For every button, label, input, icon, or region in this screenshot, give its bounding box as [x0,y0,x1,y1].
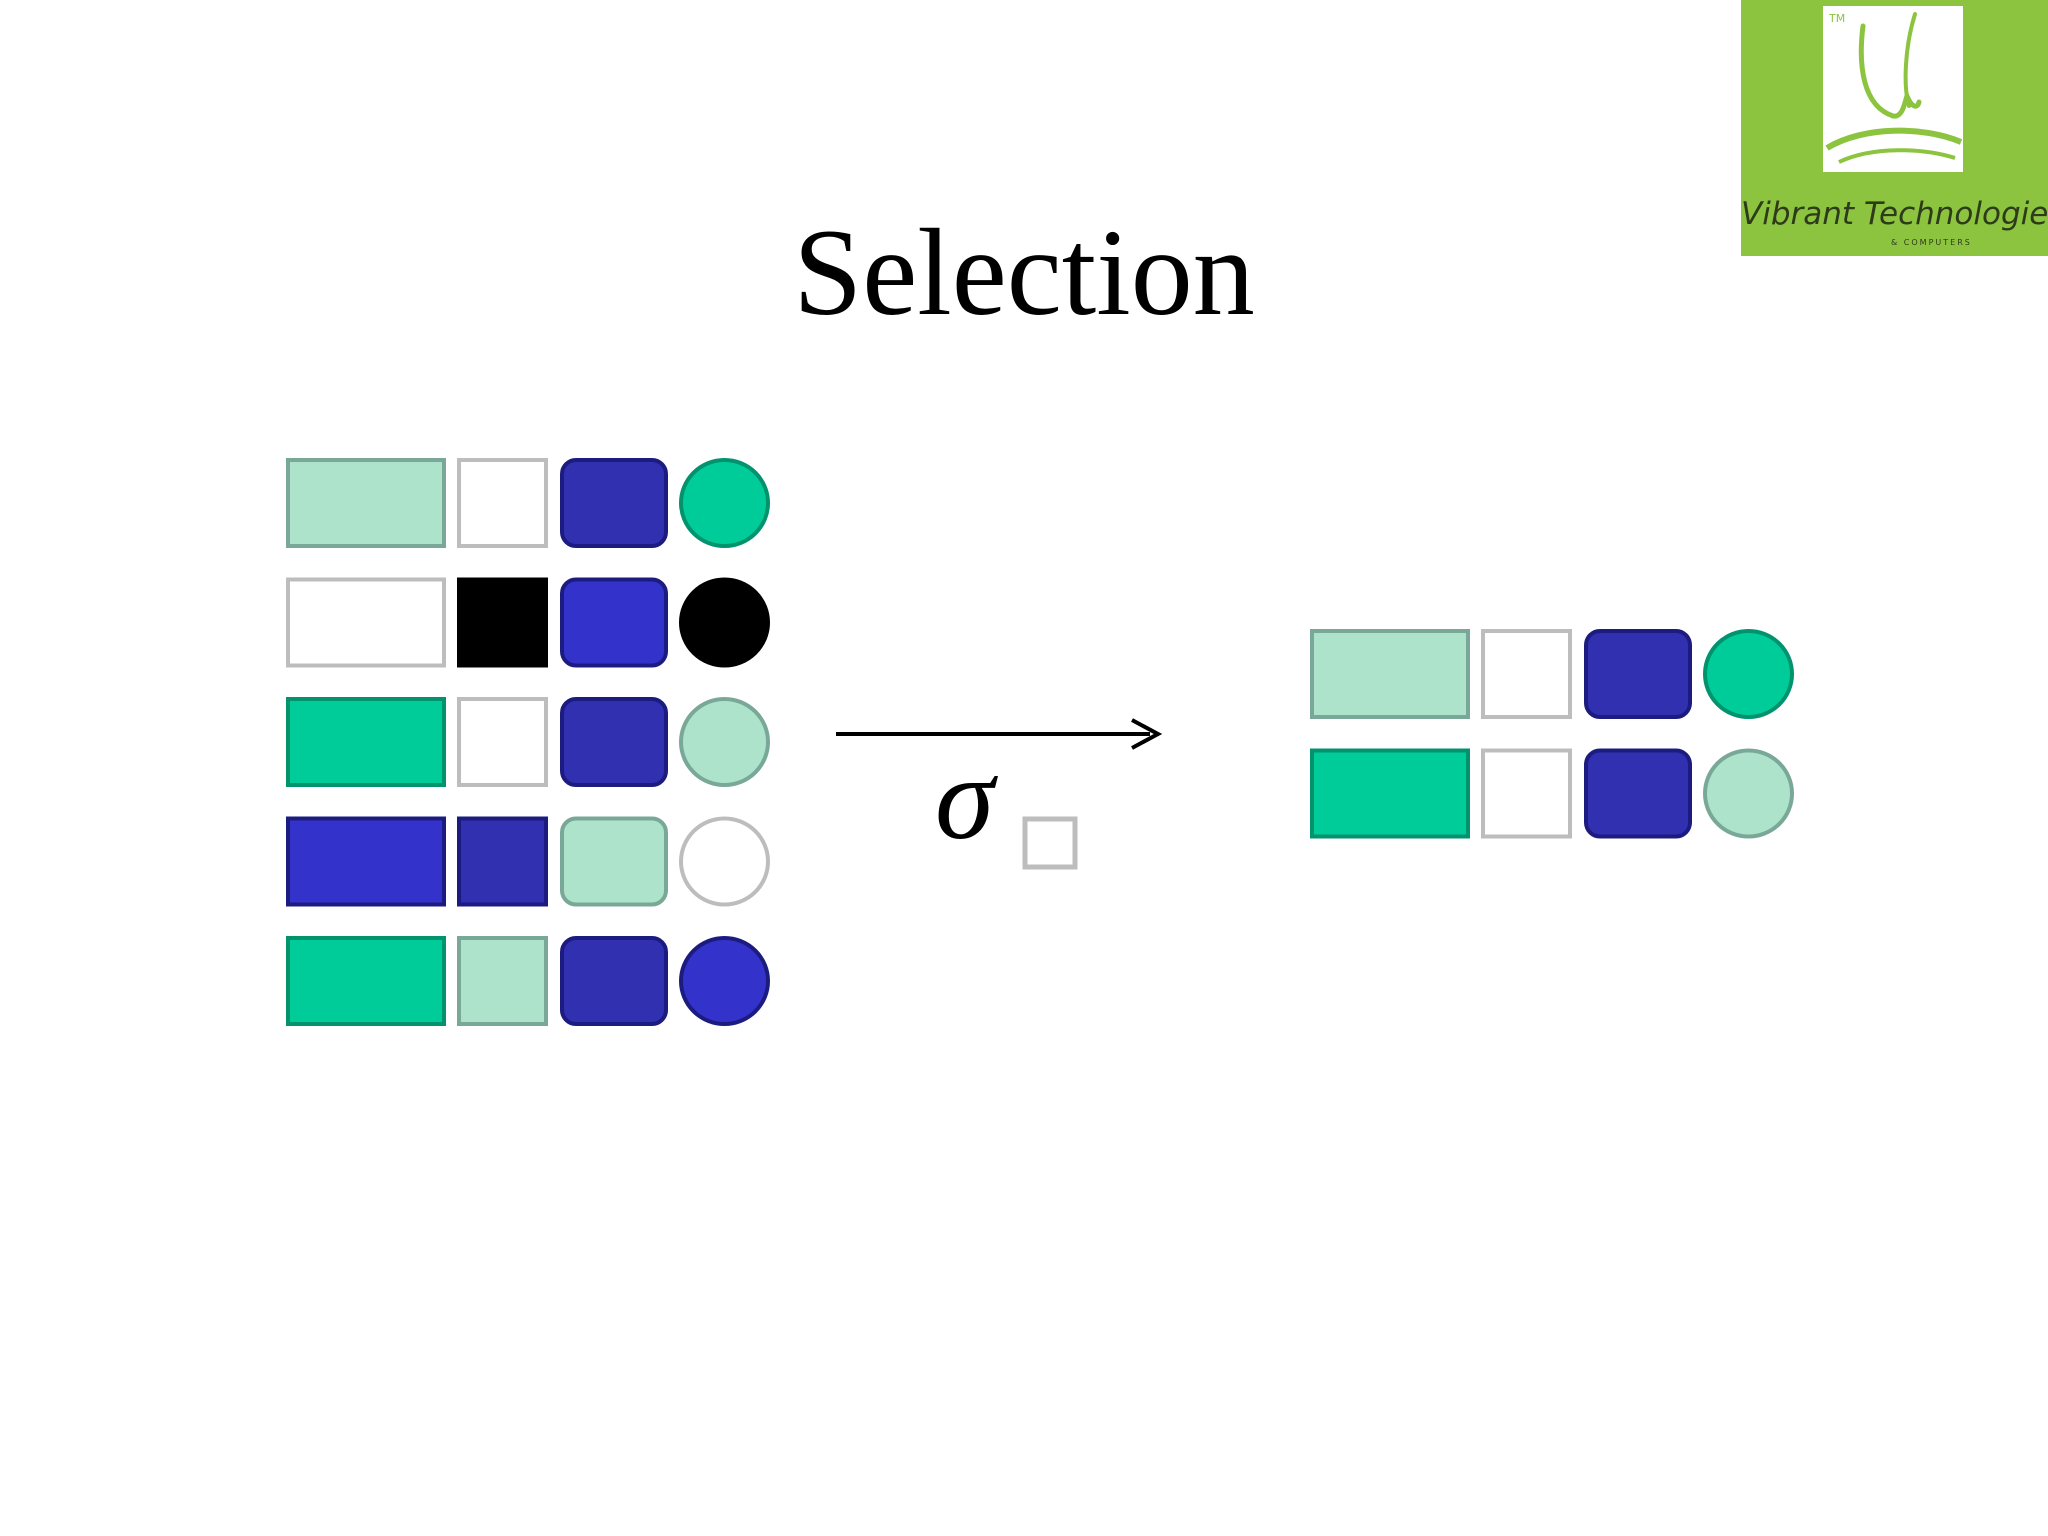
input-row-1-square-cell [457,458,548,548]
input-row-3-square-cell [457,697,548,787]
logo-trademark: TM [1829,12,1846,25]
sigma-symbol: σ [935,731,998,864]
selection-operator: σ [836,718,1163,870]
input-row-4-rounded-cell [560,816,668,907]
input-row-3-wide-cell [286,697,446,787]
output-row-2-rounded-cell [1584,748,1692,839]
input-row-2-rounded-cell [560,577,668,668]
output-row-2-square-cell [1481,748,1572,839]
input-row-4-square-cell [457,816,548,907]
input-relation-table [286,458,770,1026]
input-row-2-wide-cell [286,577,446,668]
logo-text: Vibrant Technologies [1741,196,2048,232]
output-row-2-wide-cell [1310,748,1470,839]
input-row-4-wide-cell [286,816,446,907]
input-row-5-square-cell [457,936,548,1026]
slide-title: Selection [793,204,1255,341]
output-row-2-circle-cell [1703,748,1794,839]
vibrant-technologies-logo: TM Vibrant Technologies & COMPUTERS [1741,0,2048,256]
output-relation-table [1310,629,1794,839]
output-row-1-rounded-cell [1584,629,1692,719]
input-row-1-wide-cell [286,458,446,548]
input-row-5-rounded-cell [560,936,668,1026]
output-row-1-square-cell [1481,629,1572,719]
arrow-head-icon [1131,718,1163,750]
input-row-4-circle-cell [679,816,770,907]
hollow-square-icon [1022,816,1078,870]
input-row-2-square-cell [457,577,548,668]
input-row-3-circle-cell [679,697,770,787]
input-row-1-rounded-cell [560,458,668,548]
input-row-1-circle-cell [679,458,770,548]
input-row-2-circle-cell [679,577,770,668]
logo-subtext: & COMPUTERS [1891,238,1972,247]
output-row-1-wide-cell [1310,629,1470,719]
input-row-3-rounded-cell [560,697,668,787]
input-row-5-circle-cell [679,936,770,1026]
logo-panel [1823,6,1963,172]
input-row-5-wide-cell [286,936,446,1026]
logo-v-icon [1825,12,1963,164]
output-row-1-circle-cell [1703,629,1794,719]
